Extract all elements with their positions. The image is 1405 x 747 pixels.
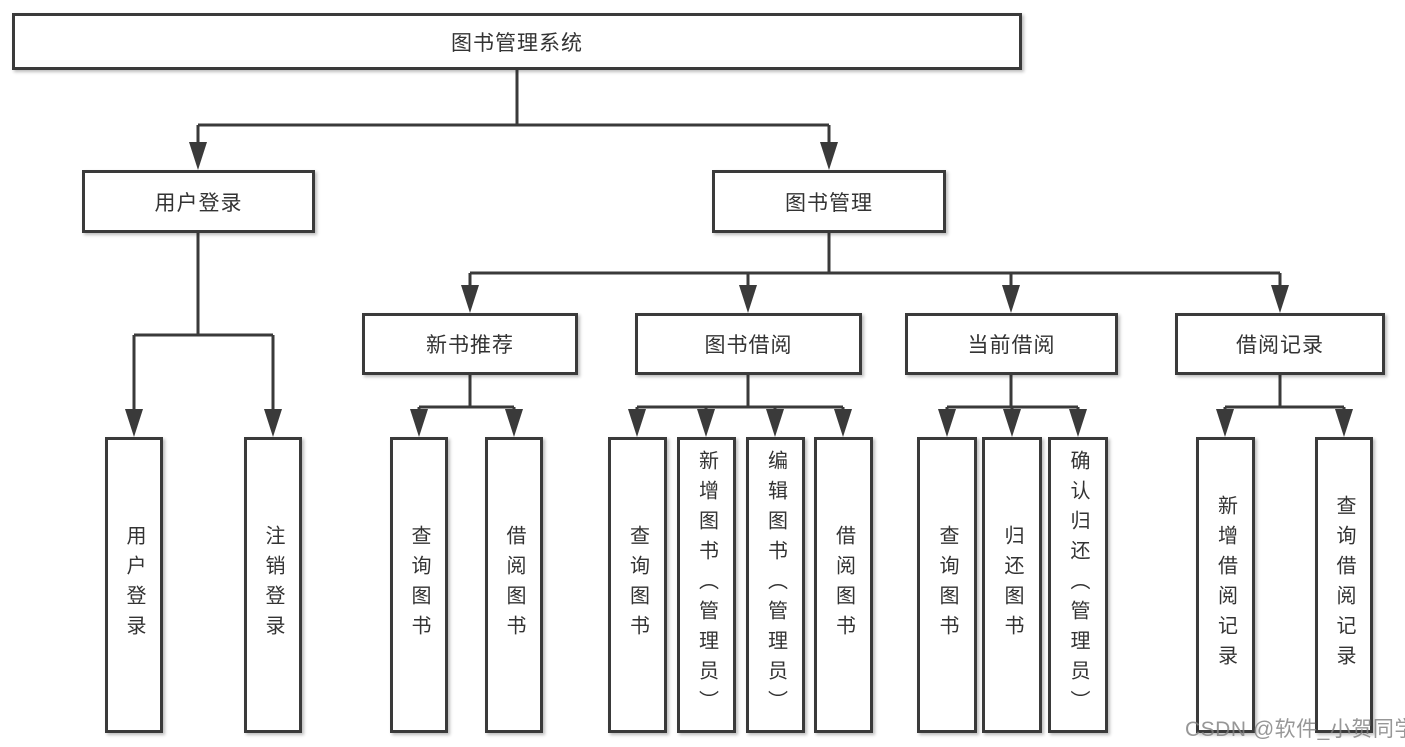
arrowhead <box>820 142 838 170</box>
arrowhead <box>628 409 646 437</box>
leaf-nb-query-books-label: 查询图书 <box>408 525 430 645</box>
watermark: CSDN @软件_小贺同学 <box>1185 718 1405 741</box>
connector-book-mgmt-to-level3 <box>461 233 1289 313</box>
leaf-user-login-label: 用户登录 <box>123 525 145 645</box>
leaf-br-query-record-label: 查询借阅记录 <box>1333 495 1355 675</box>
arrowhead <box>1003 409 1021 437</box>
leaf-cb-confirm-return-label: 确认归还（管理员） <box>1067 450 1089 720</box>
arrowhead <box>1271 285 1289 313</box>
leaf-bb-edit-books-label: 编辑图书（管理员） <box>764 450 787 720</box>
node-book-management: 图书管理 <box>712 170 946 233</box>
connector-new-books-to-leaves <box>410 375 523 437</box>
arrowhead <box>834 409 852 437</box>
node-library-management-system: 图书管理系统 <box>12 13 1022 70</box>
leaf-nb-borrow-books: 借阅图书 <box>485 437 543 733</box>
arrowhead <box>1335 409 1353 437</box>
connector-root-to-level2 <box>189 70 838 170</box>
node-book-borrow: 图书借阅 <box>635 313 862 375</box>
leaf-bb-borrow-books-label: 借阅图书 <box>832 525 855 645</box>
arrowhead <box>461 285 479 313</box>
leaf-bb-query-books-label: 查询图书 <box>626 525 649 645</box>
arrowhead <box>264 409 282 437</box>
arrowhead <box>505 409 523 437</box>
arrowhead <box>697 409 715 437</box>
connector-book-borrow-to-leaves <box>628 375 852 437</box>
leaf-br-add-record-label: 新增借阅记录 <box>1214 495 1237 675</box>
leaf-cb-query-books-label: 查询图书 <box>936 525 958 645</box>
arrowhead <box>766 409 784 437</box>
arrowhead <box>938 409 956 437</box>
arrowhead <box>1216 409 1234 437</box>
arrowhead <box>1069 409 1087 437</box>
leaf-br-query-record: 查询借阅记录 <box>1315 437 1373 733</box>
leaf-bb-borrow-books: 借阅图书 <box>814 437 873 733</box>
leaf-logout-label: 注销登录 <box>262 525 284 645</box>
connector-user-login-to-leaves <box>125 233 282 437</box>
arrowhead <box>125 409 143 437</box>
leaf-user-login: 用户登录 <box>105 437 163 733</box>
leaf-nb-query-books: 查询图书 <box>390 437 448 733</box>
arrowhead <box>410 409 428 437</box>
node-borrow-records: 借阅记录 <box>1175 313 1385 375</box>
leaf-logout: 注销登录 <box>244 437 302 733</box>
leaf-cb-confirm-return: 确认归还（管理员） <box>1048 437 1108 733</box>
node-user-login: 用户登录 <box>82 170 315 233</box>
arrowhead <box>739 285 757 313</box>
arrowhead <box>189 142 207 170</box>
leaf-bb-edit-books: 编辑图书（管理员） <box>746 437 805 733</box>
leaf-cb-query-books: 查询图书 <box>917 437 977 733</box>
connector-borrow-records-to-leaves <box>1216 375 1353 437</box>
leaf-bb-add-books: 新增图书（管理员） <box>677 437 736 733</box>
node-current-borrow: 当前借阅 <box>905 313 1118 375</box>
leaf-cb-return-books: 归还图书 <box>982 437 1042 733</box>
leaf-nb-borrow-books-label: 借阅图书 <box>503 525 525 645</box>
node-new-book-recommend: 新书推荐 <box>362 313 578 375</box>
leaf-br-add-record: 新增借阅记录 <box>1196 437 1255 733</box>
leaf-cb-return-books-label: 归还图书 <box>1001 525 1023 645</box>
leaf-bb-query-books: 查询图书 <box>608 437 667 733</box>
connector-current-borrow-to-leaves <box>938 375 1087 437</box>
leaf-bb-add-books-label: 新增图书（管理员） <box>695 450 718 720</box>
arrowhead <box>1002 285 1020 313</box>
